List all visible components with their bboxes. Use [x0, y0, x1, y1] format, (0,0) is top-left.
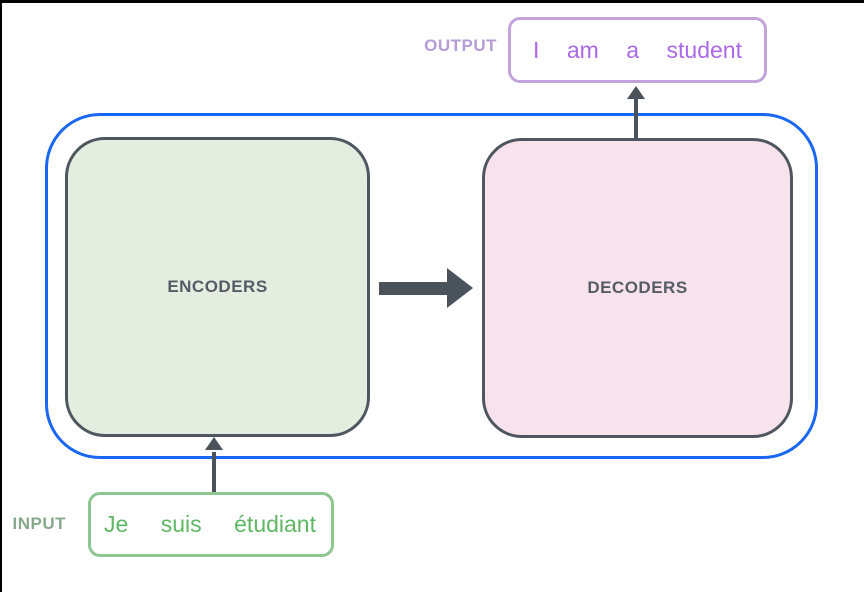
input-word: Je: [104, 511, 129, 537]
output-word: a: [626, 36, 640, 63]
decoders-box: DECODERS: [482, 138, 793, 438]
output-word: student: [666, 36, 742, 63]
encoder-to-decoder-arrow-shaft: [379, 282, 449, 295]
encoders-label: ENCODERS: [167, 277, 268, 296]
input-word: suis: [160, 511, 202, 537]
encoders-box: ENCODERS: [65, 137, 370, 437]
output-word: am: [566, 36, 599, 63]
decoder-to-output-arrow-shaft: [634, 97, 638, 138]
encoder-to-decoder-arrow-head-icon: [447, 268, 473, 308]
input-to-encoder-arrow-shaft: [212, 452, 216, 492]
input-sentence-box: Je suis étudiant: [88, 492, 334, 557]
image-border-top: [0, 0, 864, 3]
input-to-encoder-arrow-head-icon: [205, 437, 223, 450]
image-border-left: [0, 0, 2, 592]
output-sentence-box: I am a student: [508, 17, 767, 83]
output-word: I: [533, 36, 540, 63]
decoder-to-output-arrow-head-icon: [627, 86, 645, 99]
decoders-label: DECODERS: [587, 278, 688, 297]
input-word: étudiant: [234, 511, 316, 537]
output-label: OUTPUT: [424, 36, 497, 55]
input-label: INPUT: [12, 514, 66, 533]
